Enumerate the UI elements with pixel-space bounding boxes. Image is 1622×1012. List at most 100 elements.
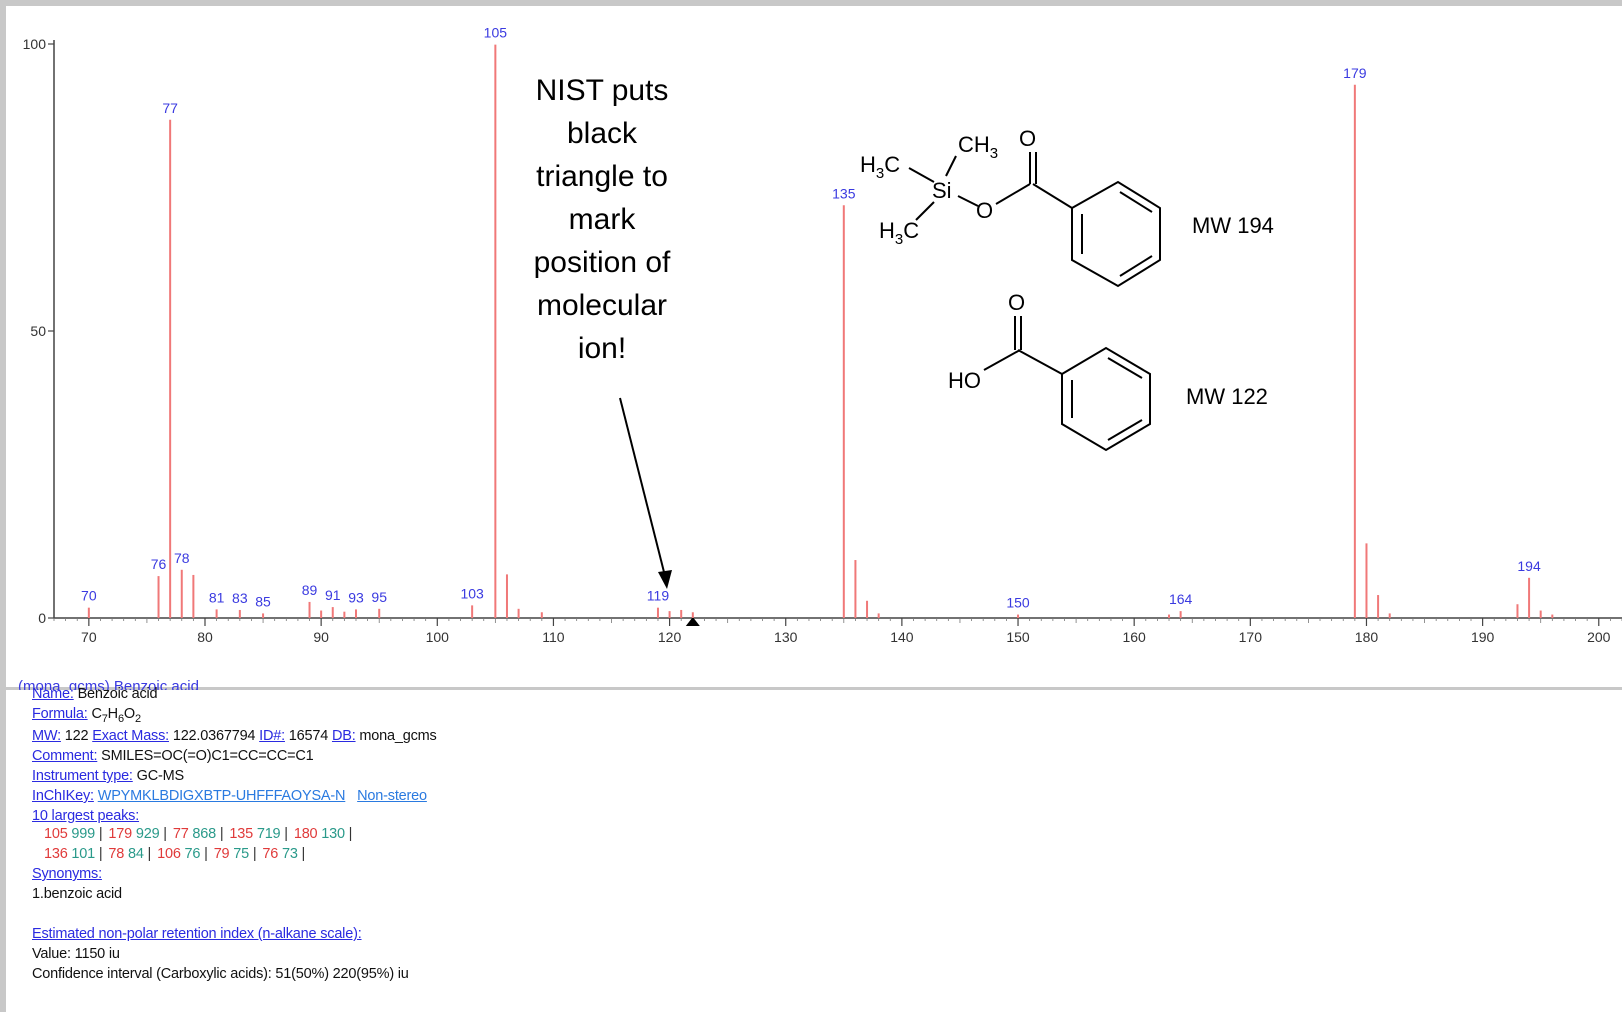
x-tick-label: 70 — [81, 629, 97, 645]
x-tick-label: 120 — [658, 629, 682, 645]
peak-mz: 76 — [262, 846, 279, 862]
peak-label: 76 — [151, 556, 167, 572]
tms-benzoate-structure — [908, 152, 1161, 288]
largest-peaks-line-2: 136 101 |78 84 |106 76 |79 75 |76 73 | — [44, 846, 311, 862]
non-stereo-link[interactable]: Non-stereo — [357, 788, 427, 804]
annotation-line: triangle to — [536, 160, 668, 193]
x-tick-label: 80 — [197, 629, 213, 645]
ch3-label: CH3 — [958, 132, 998, 162]
synonyms-link[interactable]: Synonyms: — [32, 866, 102, 882]
si-label: Si — [932, 178, 952, 203]
annotation-line: black — [567, 117, 638, 150]
confidence-interval: Confidence interval (Carboxylic acids): … — [32, 966, 409, 982]
peak-intensity: 84 — [124, 846, 144, 862]
comment-value: SMILES=OC(=O)C1=CC=CC=C1 — [101, 748, 314, 764]
x-tick-label: 180 — [1355, 629, 1379, 645]
peak-label: 103 — [460, 585, 484, 601]
peak-intensity: 75 — [229, 846, 249, 862]
mw-value: 122 — [64, 728, 89, 744]
annotation-line: molecular — [537, 289, 667, 322]
peak-entry: 79 75 | — [214, 846, 257, 862]
y-tick-label: 0 — [38, 610, 46, 626]
carbonyl-oxygen-label: O — [1008, 290, 1025, 315]
peak-label: 95 — [371, 589, 387, 605]
retention-index-row: Estimated non-polar retention index (n-a… — [32, 926, 362, 942]
peak-label: 135 — [832, 185, 856, 201]
name-link[interactable]: Name: — [32, 686, 74, 702]
x-tick-label: 110 — [542, 629, 565, 645]
peak-label: 78 — [174, 550, 190, 566]
inchikey-value-link[interactable]: WPYMKLBDIGXBTP-UHFFFAOYSA-N — [97, 788, 346, 804]
peak-label: 91 — [325, 587, 341, 603]
peak-separator: | — [95, 826, 103, 842]
peak-separator: | — [200, 846, 208, 862]
exact-mass-link[interactable]: Exact Mass: — [92, 728, 169, 744]
peak-mz: 135 — [229, 826, 253, 842]
molecular-ion-marker-triangle — [685, 617, 700, 626]
x-tick-label: 170 — [1239, 629, 1263, 645]
instrument-row: Instrument type: GC-MS — [32, 768, 184, 784]
peak-mz: 79 — [213, 846, 230, 862]
retention-index-link[interactable]: Estimated non-polar retention index (n-a… — [32, 926, 362, 942]
peak-separator: | — [216, 826, 224, 842]
x-tick-label: 130 — [774, 629, 798, 645]
peak-entry: 135 719 | — [229, 826, 288, 842]
peak-mz: 105 — [44, 826, 68, 842]
peak-entry: 105 999 | — [44, 826, 103, 842]
synonyms-row: Synonyms: — [32, 866, 102, 882]
peak-mz: 179 — [108, 826, 133, 842]
formula-link[interactable]: Formula: — [32, 706, 88, 722]
comment-link[interactable]: Comment: — [32, 748, 98, 764]
db-value: mona_gcms — [359, 728, 437, 744]
annotation-arrow — [619, 397, 672, 589]
largest-peaks-line-1: 105 999 |179 929 |77 868 |135 719 |180 1… — [44, 826, 358, 842]
largest-peaks-link[interactable]: 10 largest peaks: — [32, 808, 140, 824]
x-tick-label: 160 — [1122, 629, 1146, 645]
inchikey-link[interactable]: InChIKey: — [32, 788, 94, 804]
y-tick-label: 100 — [23, 36, 47, 52]
mw-link[interactable]: MW: — [32, 728, 61, 744]
peak-separator: | — [248, 846, 257, 862]
peak-label: 70 — [81, 588, 97, 604]
peak-intensity: 101 — [67, 846, 96, 862]
peak-intensity: 719 — [253, 826, 281, 842]
peak-mz: 106 — [157, 846, 181, 862]
peak-label: 105 — [484, 25, 508, 41]
largest-peaks-row: 10 largest peaks: — [32, 808, 139, 824]
peak-separator: | — [344, 826, 353, 842]
db-link[interactable]: DB: — [331, 728, 356, 744]
name-value: Benzoic acid — [77, 686, 158, 702]
carbonyl-oxygen-label: O — [1019, 126, 1036, 151]
peak-label: 179 — [1343, 65, 1367, 81]
peak-entry: 76 73 | — [262, 846, 305, 862]
peak-separator: | — [143, 846, 152, 862]
x-tick-label: 90 — [313, 629, 329, 645]
peak-intensity: 73 — [278, 846, 298, 862]
name-row: Name: Benzoic acid — [32, 686, 158, 702]
formula-value: C7H6O2 — [91, 706, 141, 725]
annotation-line: mark — [569, 203, 637, 236]
peak-intensity: 929 — [132, 826, 160, 842]
peak-label: 77 — [162, 100, 178, 116]
peak-entry: 179 929 | — [108, 826, 167, 842]
benzoic-acid-structure — [983, 316, 1151, 452]
peak-intensity: 76 — [180, 846, 201, 862]
peak-label: 93 — [348, 589, 364, 605]
instrument-value: GC-MS — [136, 768, 185, 784]
peak-separator: | — [95, 846, 103, 862]
id-link[interactable]: ID#: — [259, 728, 285, 744]
x-tick-label: 150 — [1006, 629, 1030, 645]
peak-label: 89 — [302, 582, 318, 598]
peak-entry: 78 84 | — [108, 846, 151, 862]
compound-info-panel: Name: Benzoic acid Formula: C7H6O2 MW: 1… — [6, 686, 1622, 1012]
x-tick-label: 140 — [890, 629, 914, 645]
instrument-link[interactable]: Instrument type: — [32, 768, 133, 784]
peak-mz: 77 — [172, 826, 189, 842]
peak-entry: 77 868 | — [173, 826, 224, 842]
x-tick-label: 200 — [1587, 629, 1611, 645]
peak-mz: 136 — [44, 846, 68, 862]
peak-label: 85 — [255, 593, 271, 609]
